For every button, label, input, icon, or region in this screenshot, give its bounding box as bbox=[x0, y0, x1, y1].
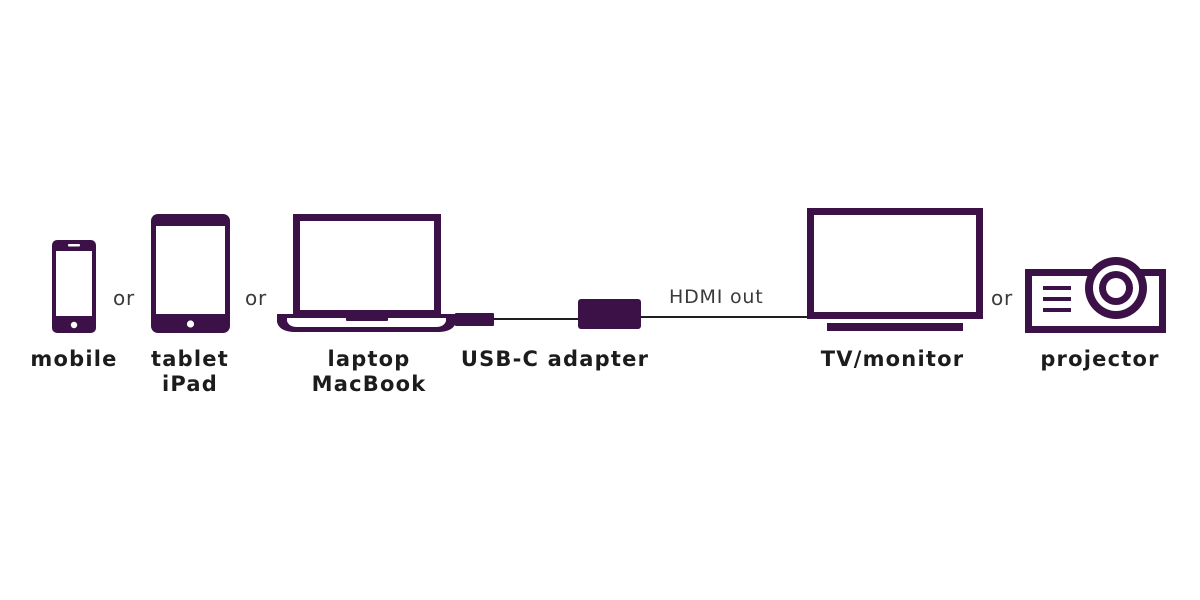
laptop-label: laptop MacBook bbox=[304, 347, 434, 397]
smartphone-icon bbox=[52, 240, 96, 333]
tablet-icon bbox=[151, 214, 230, 333]
separator-or-tablet-laptop: or bbox=[245, 286, 268, 310]
hdmi-out-label: HDMI out bbox=[669, 286, 764, 308]
laptop-label-line2: MacBook bbox=[311, 372, 427, 396]
mobile-label: mobile bbox=[30, 347, 118, 371]
tv-monitor-icon bbox=[807, 208, 983, 331]
projector-label: projector bbox=[1040, 347, 1160, 371]
tablet-label-line2: iPad bbox=[161, 372, 219, 396]
tv-monitor-label: TV/monitor bbox=[820, 347, 965, 371]
tablet-label: tablet iPad bbox=[140, 347, 240, 397]
laptop-label-line1: laptop bbox=[327, 347, 411, 371]
usb-c-adapter-label: USB-C adapter bbox=[460, 347, 650, 371]
separator-or-tv-projector: or bbox=[991, 286, 1014, 310]
separator-or-mobile-tablet: or bbox=[113, 286, 136, 310]
projector-icon bbox=[1025, 257, 1166, 333]
laptop-icon bbox=[277, 214, 494, 332]
usb-c-adapter-icon bbox=[578, 299, 641, 329]
tablet-label-line1: tablet bbox=[151, 347, 229, 371]
